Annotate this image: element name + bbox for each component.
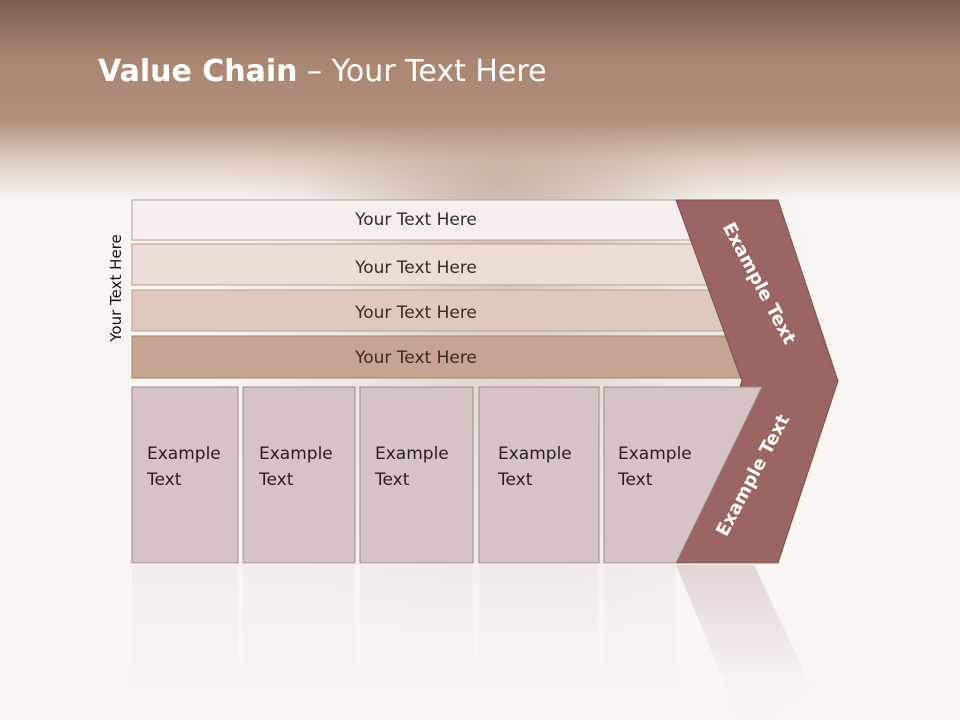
primary-box-2: Example Text	[242, 386, 356, 564]
boxes-reflection	[132, 565, 676, 685]
title-bold: Value Chain	[98, 54, 298, 89]
primary-box-1: Example Text	[131, 386, 239, 564]
primary-box-4-line1: Example	[498, 444, 572, 464]
primary-box-1-line2: Text	[146, 470, 182, 490]
support-bar-2-label: Your Text Here	[354, 258, 477, 278]
primary-box-3: Example Text	[359, 386, 474, 564]
primary-box-2-line1: Example	[259, 444, 333, 464]
support-bar-4-label: Your Text Here	[354, 348, 477, 368]
primary-box-4-line2: Text	[497, 470, 533, 490]
support-bar-4: Your Text Here	[131, 335, 765, 379]
primary-box-5-line2: Text	[617, 470, 653, 490]
primary-box-4: Example Text	[478, 386, 600, 564]
primary-box-1-line1: Example	[147, 444, 221, 464]
primary-box-2-line2: Text	[258, 470, 294, 490]
support-bar-3-label: Your Text Here	[354, 303, 477, 323]
support-bar-1-label: Your Text Here	[354, 210, 477, 230]
primary-box-5: Example Text	[603, 386, 763, 564]
title-rest: – Your Text Here	[297, 54, 547, 89]
title-band	[0, 0, 960, 200]
support-bar-2: Your Text Here	[131, 243, 717, 286]
page-title: Value Chain – Your Text Here	[98, 54, 547, 89]
arrow-reflection	[676, 565, 812, 720]
primary-box-5-line1: Example	[618, 444, 692, 464]
support-bar-1: Your Text Here	[131, 199, 693, 241]
primary-box-3-line1: Example	[375, 444, 449, 464]
support-bar-3: Your Text Here	[131, 289, 740, 332]
primary-box-3-line2: Text	[374, 470, 410, 490]
